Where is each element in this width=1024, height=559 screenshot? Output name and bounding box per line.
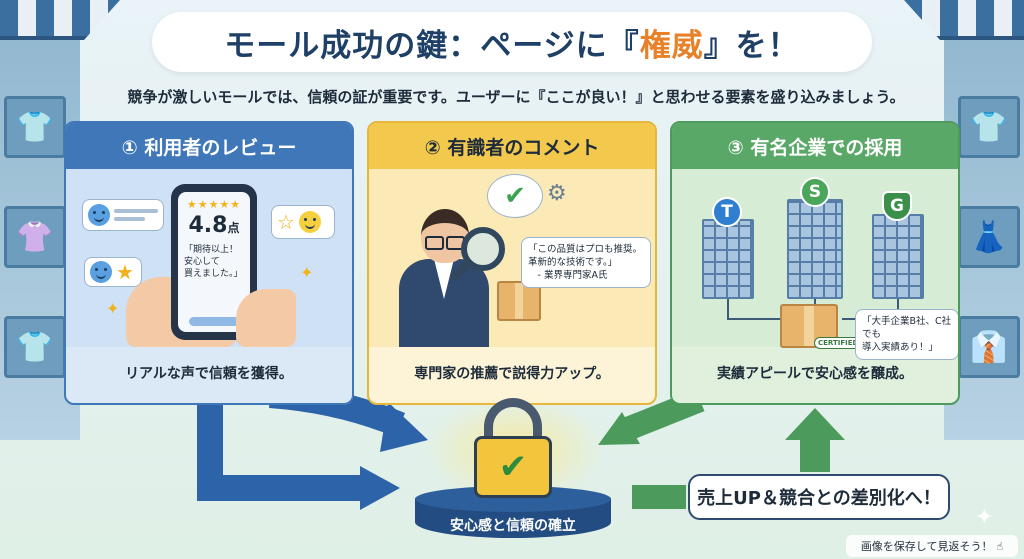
star-icon: ★ — [116, 260, 134, 284]
certified-stamp: CERTIFIED — [814, 337, 863, 349]
padlock-shackle — [484, 398, 542, 448]
gear-icon: ⚙ — [547, 181, 567, 206]
card-expert-comments: ② 有識者のコメント ✔ ⚙ 「この品質はプロも推奨。 革新的な技術です。」 -… — [367, 121, 657, 405]
rating-stars: ★★★★★ — [186, 198, 242, 211]
company-logo-t: T — [712, 197, 742, 227]
review-bubble: ☆ — [271, 205, 335, 239]
title-text-before: モール成功の鍵：ページに『 — [224, 27, 640, 64]
page-title: モール成功の鍵：ページに『権威』を！ — [224, 20, 799, 65]
card-footer: 専門家の推薦で説得力アップ。 — [414, 366, 610, 382]
card-heading: ③ 有名企業での採用 — [672, 123, 958, 169]
arrow-left-bottom-head — [360, 466, 400, 510]
star-icon: ☆ — [277, 210, 295, 234]
pointer-hand-icon: ☝ — [996, 539, 1004, 553]
arrow-right-bottom-head — [785, 408, 845, 440]
card-heading: ② 有識者のコメント — [369, 123, 655, 169]
review-bubble: ★ — [84, 257, 142, 287]
arrow-left-bottom — [197, 405, 365, 501]
phone-button — [189, 317, 239, 326]
sparkle-icon: ✦ — [300, 263, 314, 282]
company-logo-s: S — [800, 177, 830, 207]
subtitle: 競争が激しいモールでは、信頼の証が重要です。ユーザーに『ここが良い！』と思わせる… — [127, 88, 905, 106]
card-user-reviews: ① 利用者のレビュー ★ ☆ ★★★★★ 4.8点 「期待以上！ 安心して 買え… — [64, 121, 354, 405]
company-logo-g: G — [882, 191, 912, 221]
arrow-left-top-head — [380, 402, 428, 452]
check-icon: ✔ — [504, 181, 526, 211]
smile-face-icon — [90, 261, 112, 283]
connector-line — [727, 299, 792, 320]
glasses-icon — [425, 236, 465, 250]
title-highlight: 権威 — [639, 27, 704, 64]
shirt-icon: 👕 — [4, 316, 66, 378]
card-company-adoption: ③ 有名企業での採用 T S G CERTIFIED 「大手企業B社、C社でも … — [670, 121, 960, 405]
magnifier-icon — [461, 227, 505, 271]
sales-banner: 売上UP＆競合との差別化へ！ — [688, 474, 950, 520]
smile-face-icon — [298, 211, 321, 233]
sparkle-icon: ✦ — [106, 299, 120, 318]
card-illustration: ✔ ⚙ 「この品質はプロも推奨。 革新的な技術です。」 - 業界専門家A氏 — [369, 169, 655, 347]
rating-value: 4.8 — [188, 213, 228, 238]
smile-face-icon — [88, 204, 110, 226]
dress-icon: 👗 — [958, 206, 1020, 268]
expert-quote: 「この品質はプロも推奨。 革新的な技術です。」 - 業界専門家A氏 — [521, 237, 651, 288]
review-bubble — [82, 199, 164, 231]
text-line — [114, 209, 158, 213]
sparkle-icon: ✦ — [975, 505, 994, 530]
title-text-after: 』を！ — [703, 27, 800, 64]
card-illustration: ★ ☆ ★★★★★ 4.8点 「期待以上！ 安心して 買えました。」 ✦ ✦ — [66, 169, 352, 347]
phone-screen: ★★★★★ 4.8点 「期待以上！ 安心して 買えました。」 — [178, 192, 250, 332]
thought-bubble: ✔ — [487, 174, 543, 218]
shirt-icon: 👕 — [4, 96, 66, 158]
building-icon — [702, 219, 754, 299]
card-footer: 実績アピールで安心感を醸成。 — [717, 366, 913, 382]
pointing-finger-icon — [236, 289, 296, 347]
company-quote: 「大手企業B社、C社でも 導入実績あり！」 — [855, 309, 958, 360]
expert-person — [399, 209, 489, 347]
text-line — [114, 217, 145, 221]
check-icon: ✔ — [498, 447, 528, 487]
save-image-button[interactable]: 画像を保存して見返そう！ ☝ — [846, 535, 1018, 557]
title-banner: モール成功の鍵：ページに『権威』を！ — [152, 12, 872, 72]
pedestal-label: 安心感と信頼の確立 — [450, 518, 576, 534]
review-text: 「期待以上！ 安心して 買えました。」 — [184, 245, 243, 279]
shirt-icon: 👚 — [4, 206, 66, 268]
arrow-right-top — [620, 388, 705, 442]
save-hint-label: 画像を保存して見返そう！ — [860, 540, 993, 553]
rating-unit: 点 — [227, 221, 240, 235]
card-footer: リアルな声で信頼を獲得。 — [125, 366, 293, 382]
card-heading: ① 利用者のレビュー — [66, 123, 352, 169]
rating-score: 4.8点 — [189, 213, 240, 238]
padlock-icon: ✔ — [474, 436, 552, 498]
card-illustration: T S G CERTIFIED 「大手企業B社、C社でも 導入実績あり！」 — [672, 169, 958, 360]
arrow-right-top-head — [598, 412, 640, 445]
